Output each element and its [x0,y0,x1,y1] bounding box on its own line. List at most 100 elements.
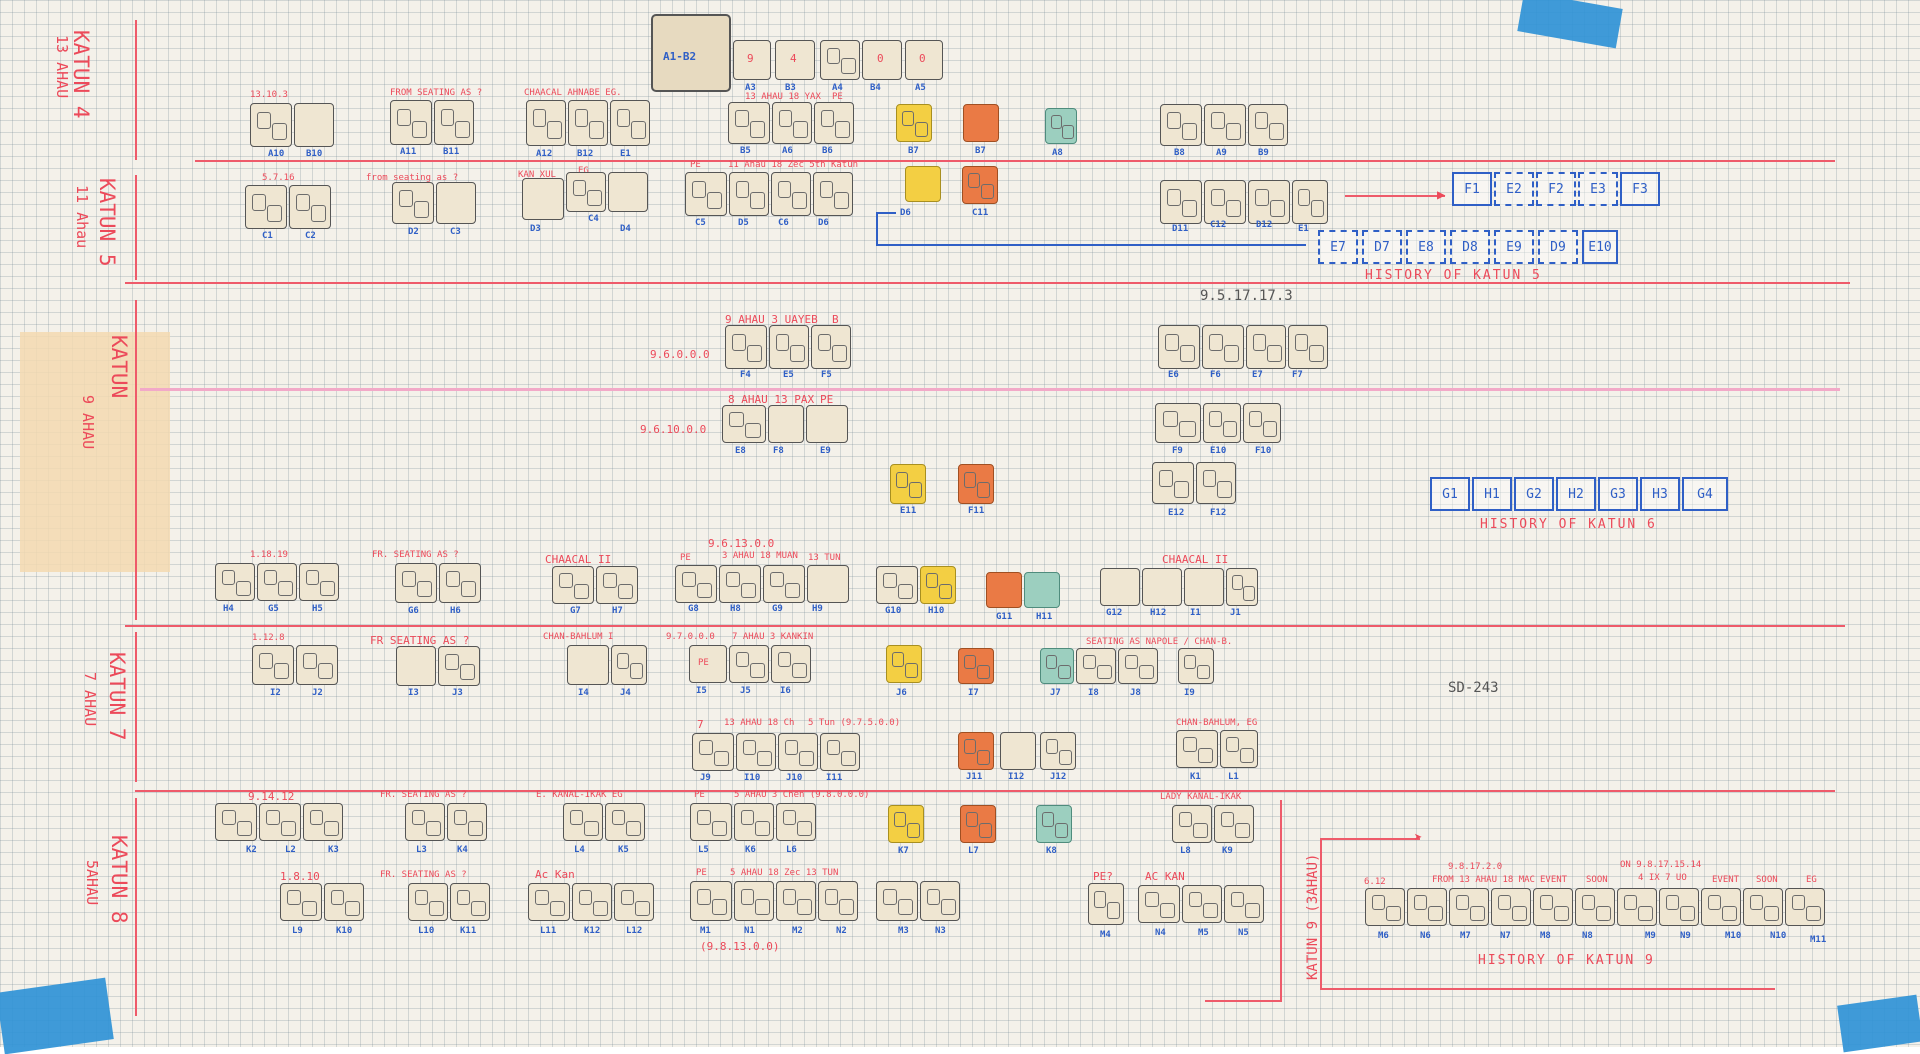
label-n9: N9 [1680,931,1691,941]
label-l9: L9 [292,926,303,936]
note-13ahau-18yax: 13 AHAU 18 YAX [745,92,821,102]
glyph-e8 [722,405,766,443]
label-h11: H11 [1036,612,1053,622]
label-i1: I1 [1190,608,1201,618]
label-h6: H6 [450,606,461,616]
label-c1: C1 [262,231,273,241]
hist-g4: G4 [1682,477,1728,511]
glyph-l10 [408,883,448,921]
glyph-a1-b2: A1-B2 [651,14,731,92]
label-a8: A8 [1052,148,1063,158]
label-d6: D6 [818,218,829,228]
note-b: B [832,313,839,326]
glyph-e9 [806,405,848,443]
glyph-i3 [396,646,436,686]
glyph-g6 [395,563,437,603]
glyph-a6 [772,102,812,144]
label-l3: L3 [416,845,427,855]
label-a9: A9 [1216,148,1227,158]
divider-4 [125,625,1845,627]
glyph-h11 [1024,572,1060,608]
note-pe-6: PE [696,868,707,878]
label-m2: M2 [792,926,803,936]
glyph-a9 [1204,104,1246,146]
note-9ahau-3uayeb: 9 AHAU 3 UAYEB [725,313,818,326]
hist-e7: E7 [1318,230,1358,264]
glyph-d12 [1248,180,1290,224]
note-event-2: EVENT [1712,875,1740,885]
glyph-e11 [890,464,926,504]
tape-left-katun6 [20,332,170,572]
glyph-h5 [299,563,339,601]
hist-g1: G1 [1430,477,1470,511]
glyph-e1 [610,100,650,146]
glyph-yellow-2 [905,166,941,202]
label-b10: B10 [306,149,323,159]
label-j10: J10 [786,773,803,783]
label-m8: M8 [1540,931,1551,941]
label-k7: K7 [898,846,909,856]
label-g8: G8 [688,604,699,614]
glyph-g12 [1100,568,1140,606]
note-ac-kan-2: AC KAN [1145,870,1185,883]
label-n1: N1 [744,926,755,936]
glyph-c12 [1204,180,1246,224]
glyph-f12 [1196,462,1236,504]
label-e1-b: E1 [1298,224,1309,234]
note-chaacal-ii: CHAACAL II [545,553,612,566]
note-pe-2: PE [690,160,701,170]
glyph-k11 [450,883,490,921]
note-kanal-ikak: E. KANAL-IKAK EG [536,790,623,800]
label-m5: M5 [1198,928,1209,938]
label-f12: F12 [1210,508,1227,518]
label-m11: M11 [1810,935,1827,945]
note-9-14-12: 9.14.12 [248,790,295,803]
glyph-k3 [303,803,343,841]
glyph-i10 [736,733,776,771]
glyph-k10 [324,883,364,921]
glyph-i5: PE [689,645,727,683]
note-9-8-13-0-0: (9.8.13.0.0) [700,940,780,953]
note-chaacal-ii-b: CHAACAL II [1162,553,1229,566]
note-kan-xul: KAN XUL [518,170,556,180]
label-m9: M9 [1645,931,1656,941]
glyph-j10 [778,733,818,771]
glyph-i4 [567,645,609,685]
label-i10: I10 [744,773,761,783]
note-9-7-0-0-0: 9.7.0.0.0 [666,632,715,642]
glyph-a11 [390,100,432,145]
glyph-a12 [526,100,566,146]
label-i3: I3 [408,688,419,698]
glyph-m9 [1617,888,1657,926]
glyph-f11 [958,464,994,504]
label-j7: J7 [1050,688,1061,698]
glyph-f9 [1155,403,1201,443]
katun-8-sub: 5AHAU [83,860,101,906]
label-h9: H9 [812,604,823,614]
glyph-f10 [1243,403,1281,443]
tape-bottom-right [1837,994,1920,1053]
glyph-n4 [1138,885,1180,923]
hist-e2: E2 [1494,172,1534,206]
katun-7-label: KATUN 7 [105,652,129,741]
glyph-m10 [1701,888,1741,926]
note-chaacal: CHAACAL AHNABE EG. [524,88,622,98]
glyph-g9 [763,565,805,603]
label-j11: J11 [966,772,983,782]
label-b11: B11 [443,147,460,157]
label-l1: L1 [1228,772,1239,782]
glyph-j5 [729,645,769,683]
label-a11: A11 [400,147,417,157]
label-d6-b: D6 [900,208,911,218]
label-d2: D2 [408,227,419,237]
label-m1: M1 [700,926,711,936]
label-d11: D11 [1172,224,1189,234]
label-c12: C12 [1210,220,1227,230]
label-d4: D4 [620,224,631,234]
glyph-i9 [1178,648,1214,684]
hist-g2: G2 [1514,477,1554,511]
bracket-k9-inner-bottom [1320,988,1775,990]
label-b4: B4 [870,83,881,93]
label-k10: K10 [336,926,353,936]
note-13ahau-18ch: 13 AHAU 18 Ch [724,718,795,728]
